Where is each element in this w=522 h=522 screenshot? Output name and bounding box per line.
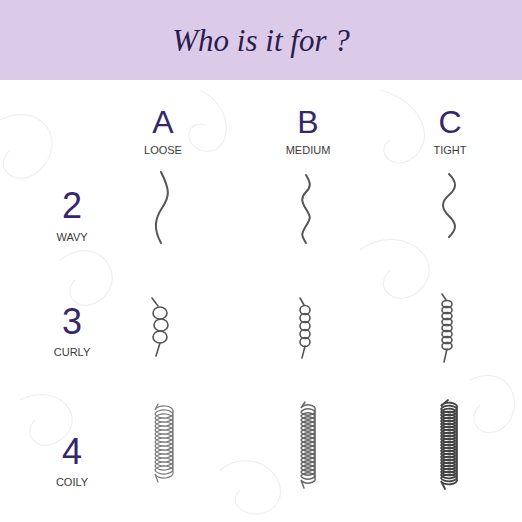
swirl xyxy=(60,251,112,306)
coil-4c xyxy=(441,400,457,489)
coil-4a xyxy=(155,404,173,482)
wave-2c xyxy=(443,174,455,237)
swirl xyxy=(470,375,514,432)
column-letter: B xyxy=(297,106,318,138)
coily-row xyxy=(155,400,457,489)
swirl xyxy=(380,90,424,163)
swirl xyxy=(0,115,52,179)
swirl xyxy=(360,239,429,298)
curl-loop xyxy=(153,307,167,319)
curl-tail xyxy=(302,346,305,358)
curl-loop xyxy=(300,338,310,347)
title-banner xyxy=(0,0,522,80)
row-number: 4 xyxy=(62,434,82,470)
row-caption: COILY xyxy=(56,477,88,488)
page-title: Who is it for ? xyxy=(0,0,522,80)
column-letter: A xyxy=(152,106,173,138)
swirl xyxy=(189,90,227,151)
curl-tail xyxy=(156,343,160,356)
column-caption: MEDIUM xyxy=(286,145,331,156)
curl-tail xyxy=(442,294,446,300)
wave-2a xyxy=(156,172,168,243)
column-letter: C xyxy=(438,106,461,138)
row-number: 3 xyxy=(62,304,82,340)
curl-tail xyxy=(444,349,447,362)
row-caption: CURLY xyxy=(54,347,90,358)
curl-tail xyxy=(300,298,304,305)
column-caption: LOOSE xyxy=(144,145,182,156)
wave-2b xyxy=(302,175,310,243)
curly-row xyxy=(152,294,452,362)
curl-loop xyxy=(153,331,167,343)
row-number: 2 xyxy=(62,188,82,224)
column-caption: TIGHT xyxy=(434,145,467,156)
wavy-row xyxy=(156,172,455,243)
swirl-background xyxy=(0,90,514,514)
curl-loop xyxy=(154,319,168,331)
curl-tail xyxy=(152,298,158,306)
swirl xyxy=(220,461,280,514)
coil-4b xyxy=(301,402,315,488)
row-caption: WAVY xyxy=(56,232,87,243)
